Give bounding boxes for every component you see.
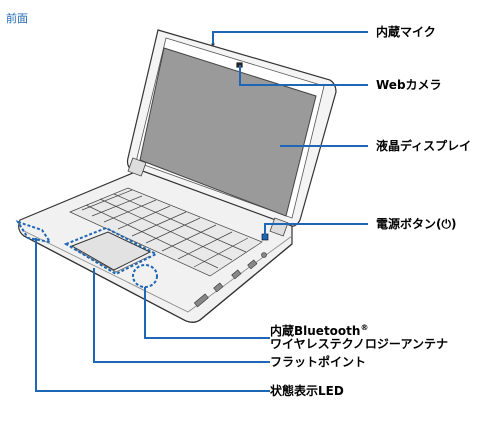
status-led-leader [35,238,270,392]
label-status-led: 状態表示LED [270,384,344,398]
flatpoint-leader [93,268,270,363]
registered-mark: ® [360,323,369,332]
side-ports [193,252,267,308]
lcd-screen [139,47,317,217]
label-power-suffix: ) [451,217,457,231]
touchpad [70,231,152,271]
microphone-leader [212,31,368,44]
label-bluetooth-line1: 内蔵Bluetooth® [270,321,368,338]
label-flatpoint: フラットポイント [270,355,367,369]
label-bluetooth-text: 内蔵Bluetooth [270,324,361,338]
section-title: 前面 [6,12,28,25]
label-bluetooth-line2: ワイヤレステクノロジーアンテナ [270,337,448,351]
bluetooth-leader [144,287,270,339]
status-led-marker [15,220,53,244]
label-lcd: 液晶ディスプレイ [376,139,472,153]
label-webcam: Webカメラ [376,78,442,92]
keyboard [69,187,263,277]
label-power-button: 電源ボタン(⏻) [376,217,456,231]
power-icon: ⏻ [441,217,452,231]
power-leader [264,223,368,237]
webcam-leader [239,65,368,86]
label-microphone: 内蔵マイク [376,25,436,39]
label-power-prefix: 電源ボタン( [376,217,442,231]
